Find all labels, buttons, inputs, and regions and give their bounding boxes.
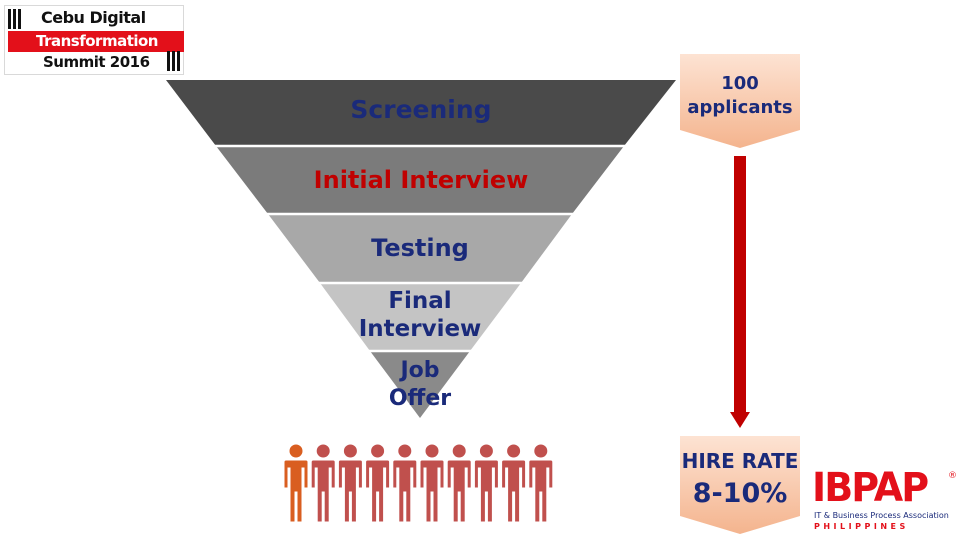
summit-logo: Cebu Digital Transformation Summit 2016 (4, 5, 184, 75)
registered-mark: ® (948, 471, 957, 481)
logo-line-1: Cebu Digital (41, 8, 146, 27)
person-icon (337, 443, 363, 523)
people-group (283, 443, 554, 523)
applicants-count: 100 (721, 73, 759, 94)
person-icon (473, 443, 499, 523)
barcode-right (167, 51, 180, 71)
funnel-label-screening: Screening (350, 95, 492, 124)
funnel-label-testing: Testing (371, 234, 469, 262)
down-arrow-shaft (734, 156, 746, 414)
person-icon (283, 443, 309, 523)
ibpap-country: PHILIPPINES (814, 522, 909, 531)
logo-line-2-band: Transformation (8, 31, 184, 52)
logo-line-3: Summit 2016 (43, 53, 150, 71)
funnel-separators (214, 144, 626, 353)
ibpap-subtitle: IT & Business Process Association (814, 511, 949, 520)
funnel-layer-testing (268, 214, 572, 283)
person-icon (446, 443, 472, 523)
person-icon (419, 443, 445, 523)
funnel-label-job-offer: Job Offer (388, 358, 452, 411)
hire-rate-value: 8-10% (692, 478, 788, 509)
hire-rate-badge-shape (680, 436, 800, 534)
ibpap-logo: IBPAP ® IT & Business Process Associatio… (812, 465, 960, 535)
person-icon (365, 443, 391, 523)
applicants-badge-shape (680, 54, 800, 148)
applicants-label: applicants (687, 97, 793, 119)
person-icon (310, 443, 336, 523)
funnel-layer-final-interview (320, 283, 521, 351)
logo-line-2: Transformation (36, 32, 159, 50)
ibpap-name: IBPAP (812, 465, 929, 511)
barcode-left (8, 9, 21, 29)
funnel-layer-job-offer (370, 351, 470, 418)
person-icon (528, 443, 554, 523)
hire-rate-label: HIRE RATE (681, 449, 799, 473)
down-arrow-head (730, 412, 750, 428)
funnel-layer-initial-interview (216, 146, 624, 214)
funnel-label-final-interview: Final Interview (358, 288, 482, 342)
funnel-label-initial-interview: Initial Interview (313, 166, 529, 194)
funnel-layer-screening (166, 80, 676, 146)
person-icon (392, 443, 418, 523)
applicants-badge: 100 applicants (680, 72, 800, 121)
person-icon (501, 443, 527, 523)
